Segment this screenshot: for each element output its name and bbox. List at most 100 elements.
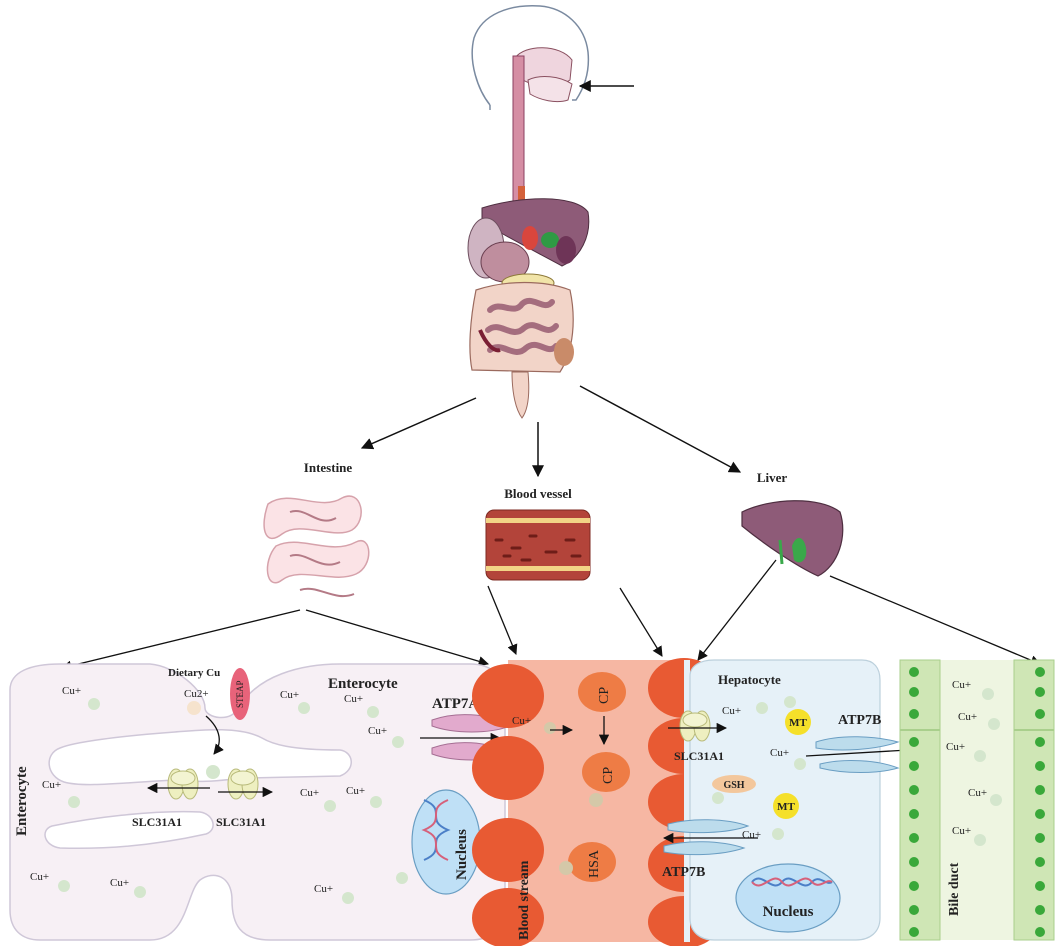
steap-reductase — [230, 668, 250, 720]
cu-dot — [396, 872, 408, 884]
hsa-label: HSA — [587, 849, 602, 878]
cu-dot — [367, 706, 379, 718]
hepatocyte-slc31a1-transporter — [679, 710, 711, 742]
cu-dot — [772, 828, 784, 840]
dietary-cu-label: Dietary Cu — [168, 667, 220, 679]
cu-label: Cu+ — [300, 787, 319, 799]
blood-vessel-illustration — [485, 509, 591, 581]
reduction-arrow — [205, 715, 224, 755]
cp-top-label: CP — [597, 687, 612, 704]
enterocyte-right-title: Enterocyte — [328, 676, 398, 692]
cu-dot — [58, 880, 70, 892]
arrow-liver-to-bile-duct — [829, 575, 1041, 666]
cu-dot — [784, 696, 796, 708]
intestine-illustration — [263, 495, 370, 598]
esophagus-lower — [518, 186, 525, 208]
serum-albumin — [568, 842, 616, 882]
arrow-intestine-to-enterocyte-left — [60, 609, 301, 671]
cu-dot — [370, 796, 382, 808]
hepatocyte-nucleus — [735, 863, 841, 933]
cu-dot — [756, 702, 768, 714]
cu-dot-lumen — [206, 765, 220, 779]
cu-label: Cu+ — [280, 689, 299, 701]
atp7b-bottom-label: ATP7B — [662, 865, 705, 880]
bile-duct-wall-right — [1013, 659, 1055, 941]
esophagus — [512, 55, 525, 205]
atp7b-top-label: ATP7B — [838, 713, 881, 728]
cu-dot — [134, 886, 146, 898]
enterocyte-cu-ions: Cu+ Cu+ Cu+ Cu+ Cu+ Cu+ Cu+ Cu+ Cu+ Cu+ — [30, 685, 408, 904]
bile-duct-panel: Cu+ Cu+ Cu+ Cu+ Cu+ Bile duct — [899, 659, 1055, 941]
colon-bump — [554, 338, 574, 366]
enterocyte-nucleus-label: Nucleus — [454, 829, 470, 880]
cu-dot — [342, 892, 354, 904]
cu-label: Cu+ — [62, 685, 81, 697]
rectum — [511, 371, 530, 419]
atp7a-label: ATP7A — [432, 696, 479, 712]
ceruloplasmin-top — [578, 672, 626, 712]
red-blood-cell — [472, 736, 544, 800]
cu-dot — [982, 688, 994, 700]
intestine-label: Intestine — [304, 460, 353, 475]
cu-dot — [88, 698, 100, 710]
cu-label: Cu+ — [42, 779, 61, 791]
enterocyte-left-title: Enterocyte — [14, 766, 30, 836]
arrow-vessel-to-blood-right — [619, 587, 663, 657]
hepatocyte-slc31a1-label: SLC31A1 — [674, 749, 724, 763]
cu-label: Cu+ — [344, 693, 363, 705]
atp7b-transporter-top — [815, 736, 900, 773]
oral-cavity — [527, 76, 573, 103]
atp7b-transporter-bottom — [663, 819, 750, 856]
cu-label: Cu+ — [314, 883, 333, 895]
dna-icon-strand — [421, 799, 449, 861]
cp-middle-label: CP — [601, 767, 616, 784]
cu-label: Cu+ — [968, 787, 987, 799]
slc31a1-right-label: SLC31A1 — [216, 815, 266, 829]
cu-label: Cu+ — [722, 705, 741, 717]
cu-dot — [298, 702, 310, 714]
dna-icon-strand — [751, 877, 833, 887]
cu-dot — [392, 736, 404, 748]
slc31a1-left-label: SLC31A1 — [132, 815, 182, 829]
cu2-ion-dot — [187, 701, 201, 715]
cu-label: Cu+ — [742, 829, 761, 841]
cu-label: Cu+ — [770, 747, 789, 759]
liver-label: Liver — [757, 470, 788, 485]
ceruloplasmin-middle — [582, 752, 630, 792]
mt-bottom-label: MT — [777, 801, 795, 813]
steap-label: STEAP — [235, 680, 245, 708]
arrow-to-intestine — [360, 397, 477, 450]
appendix-vessel — [478, 329, 501, 353]
metallothionein-top — [785, 709, 811, 735]
cu2-ion-label: Cu2+ — [184, 688, 209, 700]
blood-stream-label: Blood stream — [517, 860, 532, 940]
cu-dot — [68, 796, 80, 808]
gallbladder-organ — [541, 232, 559, 248]
cu-dot — [589, 793, 603, 807]
slc31a1-transporter-left — [167, 768, 199, 800]
cu-dot — [712, 792, 724, 804]
red-blood-cell — [472, 818, 544, 882]
hepatocyte-nucleus-label: Nucleus — [763, 904, 814, 920]
red-blood-cell — [472, 664, 544, 728]
gsh-label: GSH — [723, 780, 744, 791]
metallothionein-bottom — [773, 793, 799, 819]
blood-cu-label: Cu+ — [512, 715, 531, 727]
small-intestine-loops — [485, 297, 559, 355]
cu-dot — [988, 718, 1000, 730]
arrow-intestine-to-enterocyte-right — [305, 609, 489, 667]
kidney-organ — [522, 226, 538, 250]
blood-vessel-label: Blood vessel — [504, 486, 572, 501]
mt-top-label: MT — [789, 717, 807, 729]
red-blood-cell — [472, 888, 544, 948]
enterocyte-panel: Enterocyte Enterocyte Dietary Cu Cu2+ ST… — [9, 663, 512, 941]
dna-icon — [423, 799, 451, 861]
blood-stream-panel: CP CP HSA Cu+ Blood stream — [472, 658, 720, 948]
arrow-liver-to-hepatocyte — [697, 559, 777, 661]
cu-dot — [794, 758, 806, 770]
cu-label: Cu+ — [368, 725, 387, 737]
arrow-vessel-to-blood-left — [487, 585, 518, 655]
cu-label: Cu+ — [958, 711, 977, 723]
glutathione — [712, 775, 756, 793]
